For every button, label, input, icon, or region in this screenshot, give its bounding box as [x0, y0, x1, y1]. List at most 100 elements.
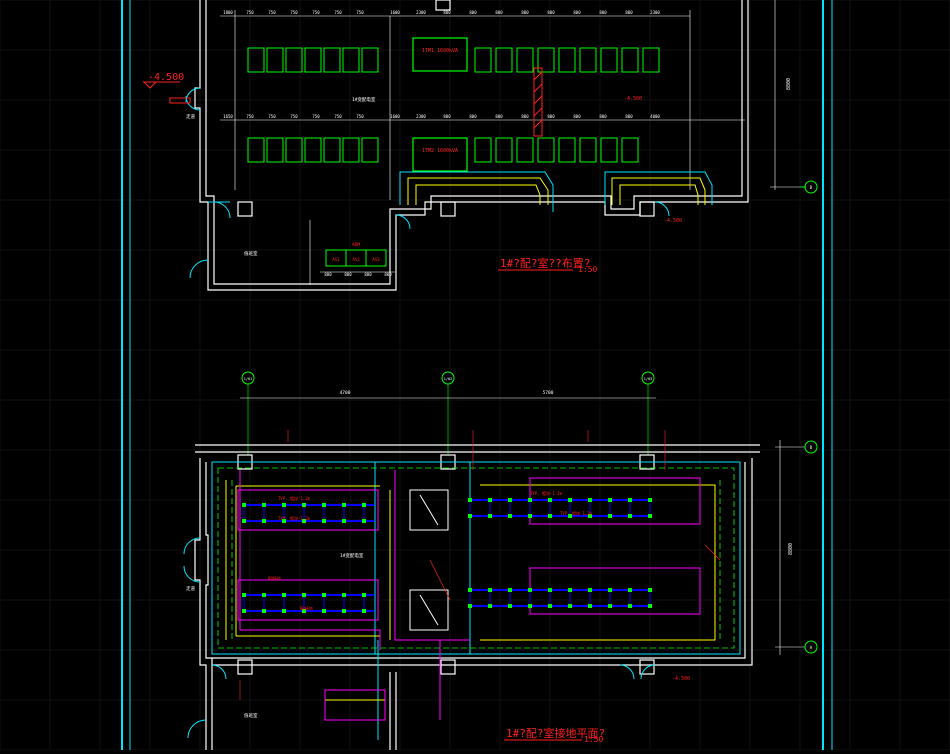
top-title-text: 1#?配?室??布置?	[500, 256, 590, 270]
axis-label-bottom-a: A	[810, 645, 813, 650]
switchgear-cabinet	[495, 137, 513, 163]
ground-node	[568, 604, 572, 608]
transformer-1tm2: 1TM2 1600kVA	[412, 137, 468, 172]
ground-node	[648, 498, 652, 502]
top-plan-dimension-lines	[220, 0, 800, 285]
ground-node	[468, 604, 472, 608]
dimension-text: 800	[344, 272, 352, 277]
dimension-text: 1650	[223, 114, 233, 119]
axis-bubbles-bottom: 1/01 1/02 1/03 4700 5700	[240, 371, 656, 455]
top-room-label: 1#变配电室	[352, 96, 376, 103]
dimension-text: 750	[334, 114, 342, 119]
dimension-text: 750	[356, 114, 364, 119]
ground-conductors	[217, 467, 735, 649]
transformer-1tm2-label: 1TM2 1600kVA	[422, 148, 458, 154]
ground-node	[508, 514, 512, 518]
axis-label-top-right: B	[810, 185, 813, 190]
bottom-plan: 1/01 1/02 1/03 4700 5700	[183, 371, 818, 750]
ground-node	[302, 609, 306, 613]
dimension-text: 4000	[650, 114, 660, 119]
ground-ring	[211, 461, 741, 740]
ground-node	[488, 514, 492, 518]
ground-node	[282, 503, 286, 507]
dimension-text: 750	[334, 10, 342, 15]
dimension-text: 750	[268, 114, 276, 119]
ground-node	[342, 519, 346, 523]
bottom-red-leaders	[239, 430, 721, 700]
bottom-title-scale: 1:50	[584, 735, 603, 744]
ground-node	[508, 498, 512, 502]
bottom-title-text: 1#?配?室接地平面?	[506, 726, 605, 740]
dimension-text: 800	[443, 10, 451, 15]
bottom-transformers	[409, 489, 449, 631]
ground-node	[488, 498, 492, 502]
dimension-text: 800	[625, 114, 633, 119]
ground-node	[302, 593, 306, 597]
ground-node	[628, 498, 632, 502]
switchgear-cabinet	[323, 47, 341, 73]
ground-node	[588, 604, 592, 608]
lv-panel-as1: AS1	[332, 257, 340, 262]
top-door-label: 走道	[186, 113, 195, 120]
dimension-text: 2300	[416, 10, 426, 15]
lv-panel-group-label: ADM	[352, 242, 360, 248]
dimension-text: 800	[547, 114, 555, 119]
ground-node	[588, 514, 592, 518]
ground-node	[302, 519, 306, 523]
switchgear-cabinet	[600, 137, 618, 163]
switchgear-cabinet	[621, 47, 639, 73]
dimension-text: 750	[246, 10, 254, 15]
ground-node	[468, 498, 472, 502]
switchgear-cabinet	[266, 47, 284, 73]
ground-node	[648, 514, 652, 518]
ground-node	[548, 604, 552, 608]
top-plan-cable-trench	[407, 177, 706, 205]
bottom-plan-doors	[183, 537, 656, 739]
bottom-drawing-title: 1#?配?室接地平面? 1:50	[504, 726, 605, 744]
axis-bubbles-bottom-right: B A	[775, 440, 818, 655]
axis-label-3: 1/03	[644, 377, 652, 381]
top-plan-switchgear	[247, 47, 660, 163]
ground-node	[488, 588, 492, 592]
annotation-note: TYP. 镀锌-1.2m	[278, 515, 311, 521]
ground-node	[342, 593, 346, 597]
ground-node	[322, 503, 326, 507]
annotation-note: TYP. 镀锌-1.2m	[530, 490, 563, 496]
ground-node	[588, 588, 592, 592]
ground-node	[362, 519, 366, 523]
switchgear-cabinet	[285, 137, 303, 163]
dimension-text: 2300	[416, 114, 426, 119]
elevation-marker-top: -4.500 -4.500 -4.500	[142, 72, 682, 224]
ground-node	[362, 593, 366, 597]
axis-label-1: 1/01	[244, 377, 252, 381]
bottom-right-total-dim: 8800	[788, 543, 794, 555]
ground-node	[608, 588, 612, 592]
transformer-1tm1: 1TM1 1600kVA	[412, 37, 468, 72]
dimension-text: 800	[495, 114, 503, 119]
ground-node	[548, 498, 552, 502]
ground-node	[628, 604, 632, 608]
switchgear-cabinet	[558, 137, 576, 163]
switchgear-cabinet	[579, 137, 597, 163]
ground-node	[262, 519, 266, 523]
ground-node	[262, 593, 266, 597]
lv-panel-as3: AS3	[372, 257, 380, 262]
lv-panel-as2: AS2	[352, 257, 360, 262]
top-plan-doors	[185, 87, 670, 279]
dimension-text: 800	[469, 114, 477, 119]
dimension-text: 750	[290, 114, 298, 119]
ground-node	[362, 609, 366, 613]
ground-node	[262, 609, 266, 613]
ground-node	[242, 519, 246, 523]
dimension-text: 750	[356, 10, 364, 15]
ground-node	[608, 514, 612, 518]
elevation-text-right-2: -4.500	[664, 218, 682, 224]
annotation-note: BB接地	[300, 605, 313, 611]
dimension-text: 800	[324, 272, 332, 277]
dimension-text: 750	[246, 114, 254, 119]
switchgear-cabinet	[342, 47, 360, 73]
ground-node	[548, 588, 552, 592]
switchgear-cabinet	[642, 47, 660, 73]
